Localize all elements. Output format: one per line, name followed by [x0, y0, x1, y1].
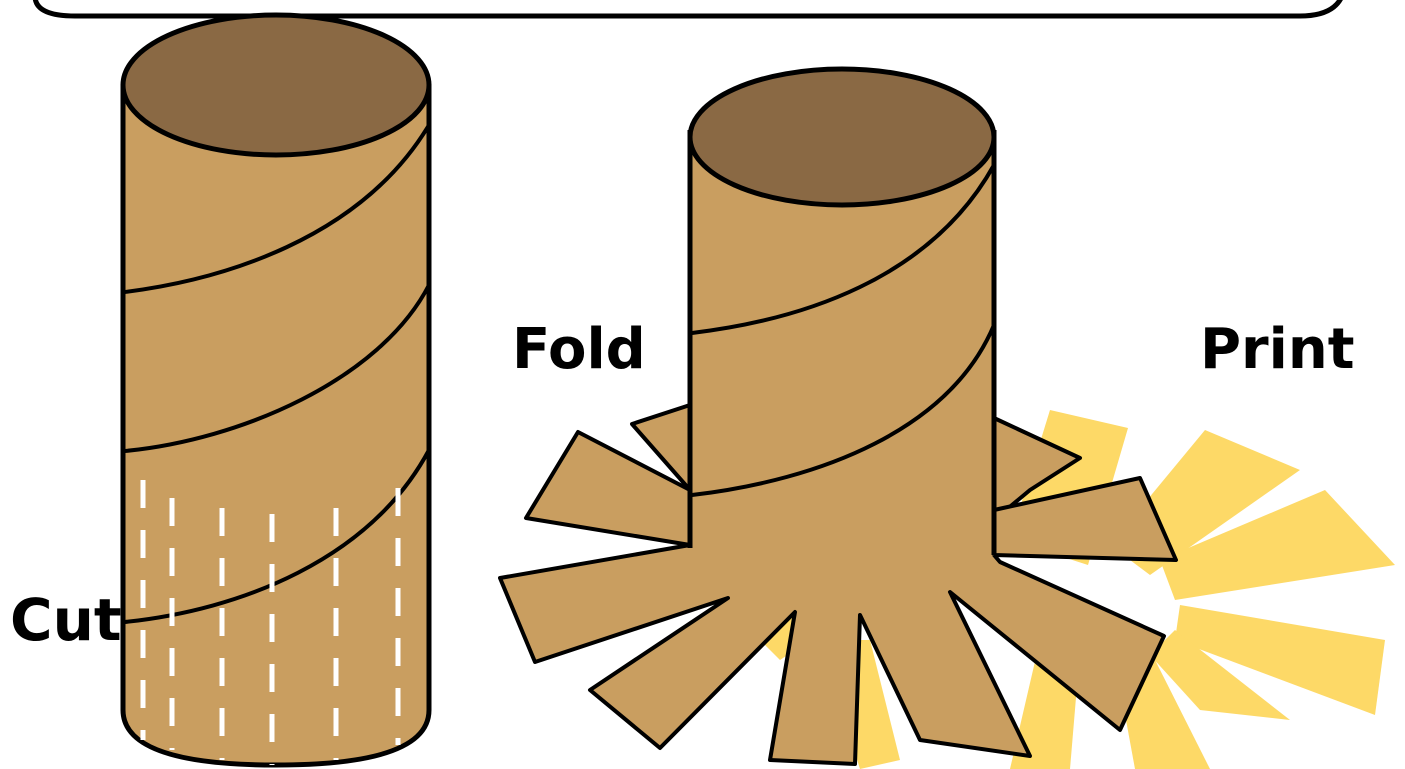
- fold-label: Fold: [512, 317, 646, 382]
- cut-label: Cut: [10, 586, 122, 654]
- tube-top-opening: [687, 66, 997, 208]
- tube-body: [690, 130, 994, 579]
- cut-marks: [140, 480, 401, 765]
- print-label: Print: [1200, 317, 1355, 382]
- spiral-seam-line: [124, 123, 431, 294]
- cut-step-tube: [120, 12, 432, 768]
- tube-top-opening: [120, 12, 432, 158]
- flared-base: [498, 488, 1166, 766]
- tube-body: [120, 82, 432, 768]
- tube-side-lines: [687, 130, 997, 555]
- fold-step-tube: [498, 66, 1178, 766]
- spiral-seam-line: [124, 284, 431, 453]
- spiral-seam-line: [691, 324, 996, 497]
- spiral-seam-line: [691, 164, 996, 335]
- top-frame: [32, 0, 1343, 19]
